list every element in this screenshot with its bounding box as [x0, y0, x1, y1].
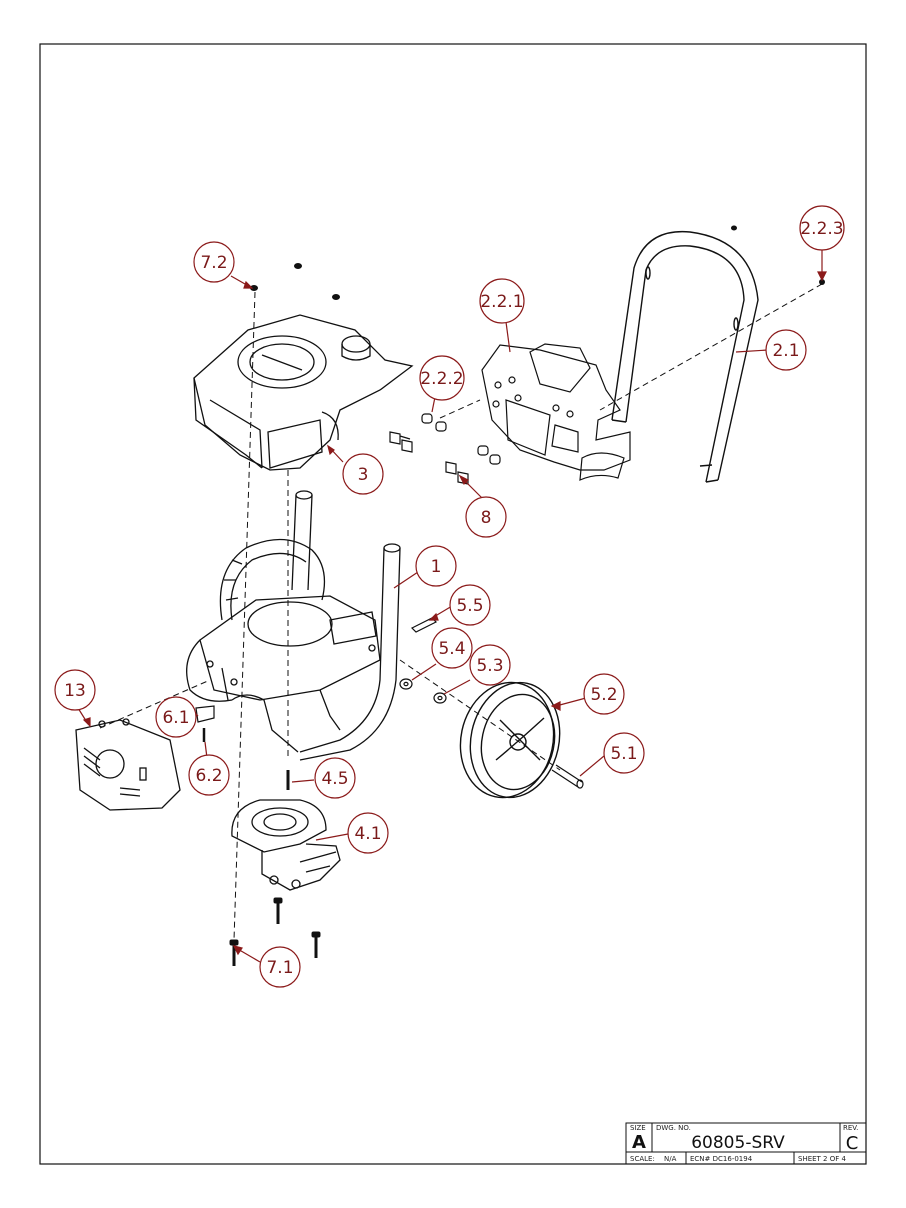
- engine-part: [193, 314, 414, 471]
- washers: [399, 678, 447, 704]
- callout-13: 13: [54, 669, 96, 711]
- svg-text:13: 13: [64, 681, 86, 701]
- engine-nuts: [250, 225, 825, 300]
- guard-cover-part: [75, 718, 181, 811]
- scale-label: SCALE:: [630, 1155, 655, 1163]
- callout-2-2-1: 2.2.1: [479, 278, 525, 324]
- svg-text:5.2: 5.2: [590, 685, 617, 705]
- dwg-no-label: DWG. NO.: [656, 1124, 691, 1132]
- axle-pin: [551, 764, 584, 789]
- callout-4-1: 4.1: [347, 812, 389, 854]
- rev-label: REV.: [843, 1124, 858, 1132]
- left-wheel-part: [219, 538, 326, 621]
- svg-text:1: 1: [431, 557, 442, 577]
- scale-value: N/A: [664, 1155, 677, 1163]
- callout-7-1: 7.1: [259, 946, 301, 988]
- callout-5-3: 5.3: [469, 644, 511, 686]
- callout-5-1: 5.1: [603, 732, 645, 774]
- frame-part: [186, 490, 401, 761]
- callout-3: 3: [342, 453, 384, 495]
- callout-2-2-2: 2.2.2: [419, 355, 465, 401]
- callout-5-4: 5.4: [431, 627, 473, 669]
- svg-text:5.5: 5.5: [456, 596, 483, 616]
- svg-text:6.2: 6.2: [195, 766, 222, 786]
- callout-7-2: 7.2: [193, 241, 235, 283]
- callout-5-2: 5.2: [583, 673, 625, 715]
- svg-text:6.1: 6.1: [162, 708, 189, 728]
- sheet-number: SHEET 2 OF 4: [798, 1155, 846, 1163]
- svg-text:7.1: 7.1: [266, 958, 293, 978]
- clip-pin: [410, 617, 438, 633]
- callout-2-1: 2.1: [765, 329, 807, 371]
- svg-text:4.1: 4.1: [354, 824, 381, 844]
- svg-text:2.2.2: 2.2.2: [420, 369, 463, 389]
- leader-lines: [77, 248, 827, 963]
- svg-text:7.2: 7.2: [200, 253, 227, 273]
- callout-6-1: 6.1: [155, 696, 197, 738]
- control-panel-part: [481, 343, 631, 481]
- callout-5-5: 5.5: [449, 584, 491, 626]
- size-value: A: [632, 1132, 646, 1153]
- svg-text:4.5: 4.5: [321, 769, 348, 789]
- sheet-border: [39, 43, 867, 1165]
- right-wheel-part: [459, 681, 561, 799]
- callout-8: 8: [465, 496, 507, 538]
- dwg-no-value: 60805-SRV: [691, 1133, 785, 1153]
- svg-text:2.2.1: 2.2.1: [480, 292, 523, 312]
- callout-6-2: 6.2: [188, 754, 230, 796]
- bracket-part: [195, 705, 215, 723]
- handle-part: [611, 230, 759, 483]
- assembly-lines: [99, 283, 823, 941]
- callout-4-5: 4.5: [314, 757, 356, 799]
- svg-text:5.4: 5.4: [438, 639, 465, 659]
- rev-value: C: [846, 1133, 859, 1154]
- pump-part: [231, 799, 341, 891]
- fasteners-group: [389, 413, 501, 485]
- callout-1: 1: [415, 545, 457, 587]
- title-block: [625, 1122, 867, 1165]
- svg-text:2.2.3: 2.2.3: [800, 219, 843, 239]
- svg-text:5.1: 5.1: [610, 744, 637, 764]
- size-label: SIZE: [630, 1124, 646, 1132]
- svg-text:5.3: 5.3: [476, 656, 503, 676]
- callout-2-2-3: 2.2.3: [799, 205, 845, 251]
- svg-text:2.1: 2.1: [772, 341, 799, 361]
- svg-text:8: 8: [481, 508, 492, 528]
- bolts-7-1: [229, 897, 321, 966]
- svg-text:3: 3: [358, 465, 369, 485]
- ecn-number: ECN# DC16-0194: [690, 1155, 753, 1163]
